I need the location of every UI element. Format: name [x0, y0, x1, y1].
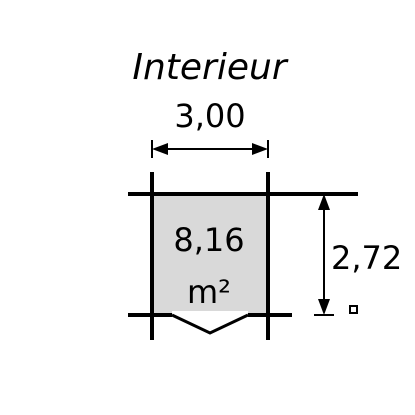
door-swing-icon: [171, 311, 249, 335]
depth-dimension-arrow: [314, 193, 334, 316]
small-square-marker-icon: [349, 305, 358, 314]
width-dimension-arrow: [151, 140, 269, 158]
room-interior: [152, 194, 268, 315]
plan-title: Interieur: [132, 47, 287, 88]
area-value: 8,16: [173, 221, 245, 259]
area-unit: m²: [187, 273, 231, 311]
depth-dimension-label: 2,72: [331, 239, 403, 277]
width-dimension-label: 3,00: [174, 97, 246, 135]
